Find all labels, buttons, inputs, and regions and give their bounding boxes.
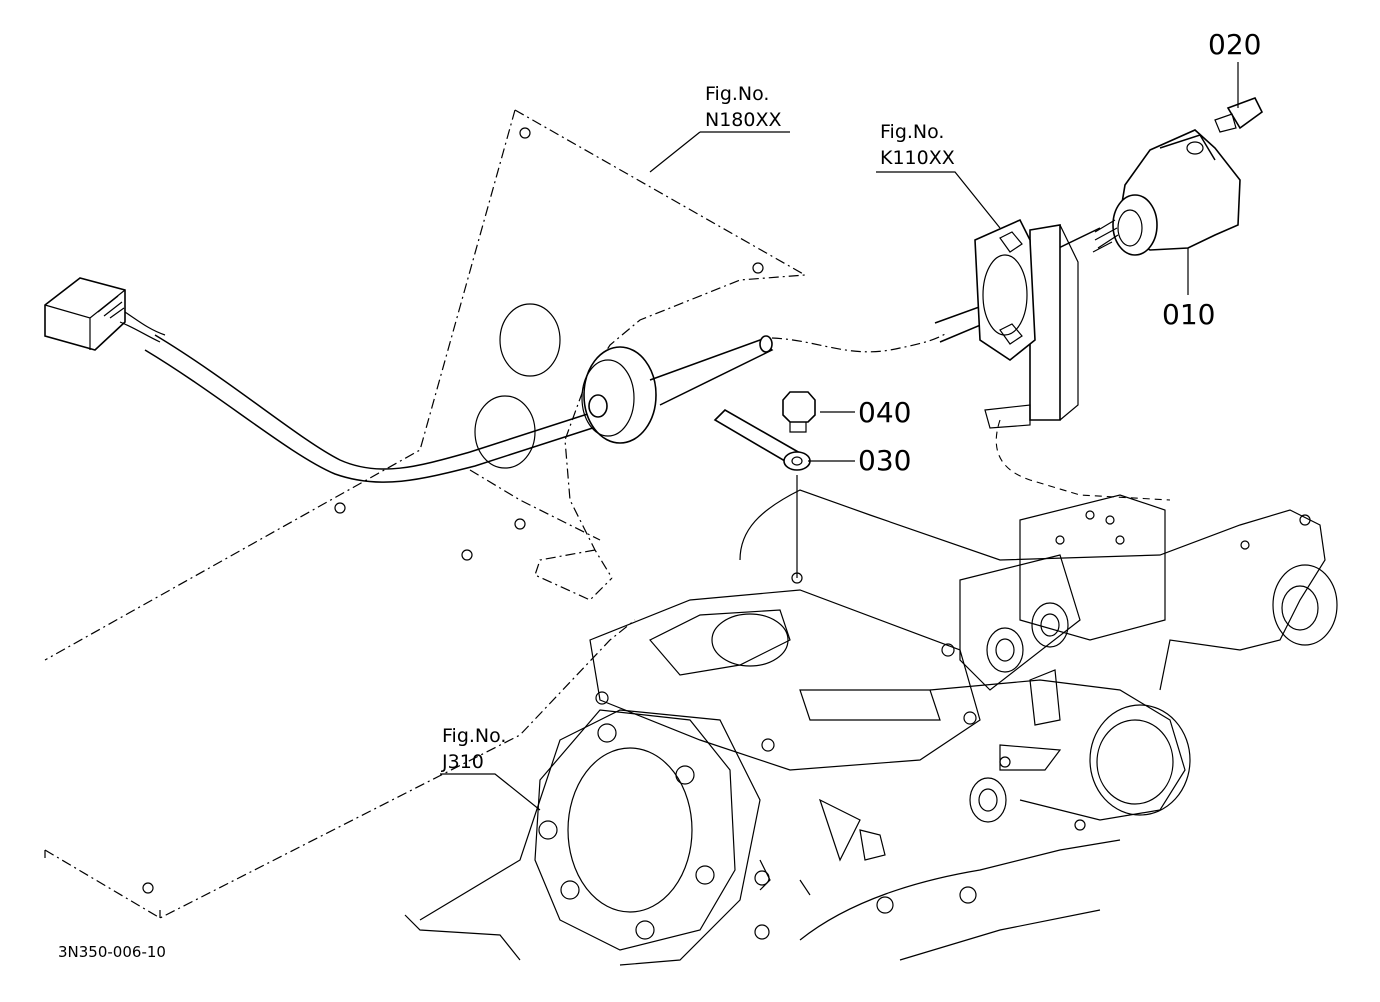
part-label-030: 030 (858, 444, 911, 477)
part-label-020: 020 (1208, 28, 1261, 61)
leader-lines (440, 62, 1239, 811)
ground-terminal (713, 391, 816, 578)
cover-panel (44, 109, 808, 919)
fig-ref-j310-title: Fig.No. (442, 725, 506, 747)
part-label-040: 040 (858, 396, 911, 429)
fig-ref-n180-title: Fig.No. (705, 83, 769, 105)
fig-ref-k110-code: K110XX (880, 147, 955, 169)
fig-ref-j310-code: J310 (441, 751, 484, 773)
fig-ref-n180-code: N180XX (705, 109, 782, 131)
transmission-housing (404, 419, 1338, 966)
drawing-code: 3N350-006-10 (58, 943, 166, 961)
sensor-assembly (974, 97, 1264, 429)
wire-harness (44, 277, 1046, 483)
fig-ref-k110-title: Fig.No. (880, 121, 944, 143)
part-label-010: 010 (1162, 298, 1215, 331)
